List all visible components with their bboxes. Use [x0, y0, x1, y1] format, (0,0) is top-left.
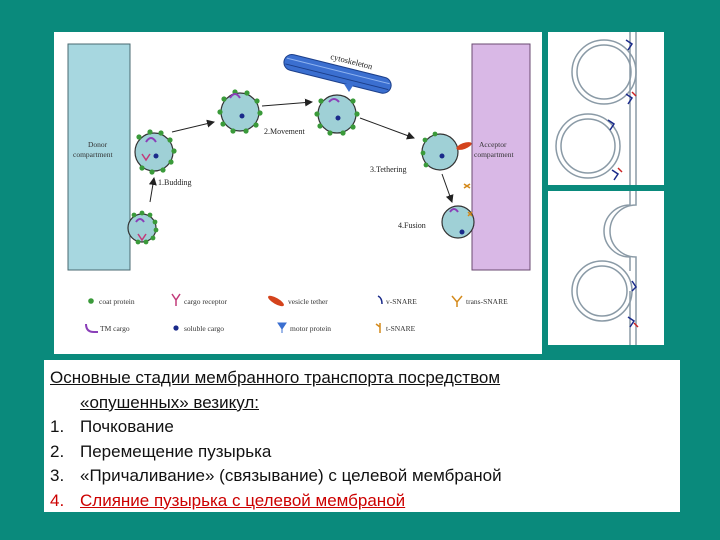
arrow-v1-to-v2 [262, 102, 312, 106]
docking-vesicle-lower-inner [561, 119, 615, 173]
legend-motor-protein: motor protein [290, 324, 331, 333]
snare-complex-1 [626, 40, 632, 50]
arrow-bud-lower [150, 178, 154, 202]
caption-item-3-text: «Причаливание» (связывание) с целевой ме… [80, 466, 502, 485]
caption-item-3: 3.«Причаливание» (связывание) с целевой … [50, 464, 674, 489]
caption-box: Основные стадии мембранного транспорта п… [44, 360, 680, 512]
legend-vesicle-tether: vesicle tether [288, 297, 328, 306]
step-fusion-label: 4.Fusion [398, 221, 426, 230]
caption-item-2-number: 2. [50, 440, 80, 465]
caption-item-2-text: Перемещение пузырька [80, 442, 271, 461]
fusing-vesicle-1-inner [577, 266, 627, 316]
legend-cargo-receptor: cargo receptor [184, 297, 227, 306]
snare-complex-4 [612, 170, 618, 180]
caption-title-line-2: «опушенных» везикул: [50, 391, 674, 416]
docking-vesicle-lower-outer [556, 114, 620, 178]
acceptor-label-2: compartment [474, 150, 514, 159]
legend-t-snare: t-SNARE [386, 324, 416, 333]
snare-docking-svg [548, 32, 664, 185]
fused-membrane-inner [610, 191, 636, 345]
step-budding-label: 1.Budding [158, 178, 192, 187]
motor-protein [344, 84, 354, 92]
caption-item-1: 1.Почкование [50, 415, 674, 440]
caption-title-line-1: Основные стадии мембранного транспорта п… [50, 366, 674, 391]
acceptor-label-1: Acceptor [479, 140, 507, 149]
legend-trans-snare: trans-SNARE [466, 297, 508, 306]
arrow-tether-to-fusion [442, 174, 452, 202]
budding-vesicle-lower [128, 211, 158, 245]
soluble-cargo-icon [173, 325, 178, 330]
coated-vesicle-1 [217, 89, 262, 133]
trans-snare-mark [464, 184, 470, 188]
fusing-vesicle-1-outer [572, 261, 632, 321]
step-movement-label: 2.Movement [264, 127, 305, 136]
moving-vesicle [314, 95, 359, 136]
caption-item-4-number: 4. [50, 489, 80, 514]
motor-protein-icon [278, 323, 286, 333]
legend-tm-cargo: TM cargo [100, 324, 130, 333]
cargo-receptor-icon [172, 294, 180, 306]
legend-v-snare: v-SNARE [386, 297, 417, 306]
membrane-fusion-svg [548, 191, 664, 345]
legend: coat protein cargo receptor vesicle teth… [86, 294, 508, 333]
legend-soluble-cargo: soluble cargo [184, 324, 224, 333]
coat-protein-icon [88, 298, 94, 304]
donor-label-1: Donor [88, 140, 108, 149]
step-tethering-label: 3.Tethering [370, 165, 407, 174]
tm-cargo-icon [86, 324, 98, 332]
fusing-vesicle [442, 206, 474, 238]
legend-coat-protein: coat protein [99, 297, 135, 306]
caption-item-2: 2.Перемещение пузырька [50, 440, 674, 465]
donor-label-2: compartment [73, 150, 113, 159]
t-snare-icon [376, 323, 380, 333]
vesicle-tether-icon [267, 294, 286, 308]
v-snare-icon [378, 296, 382, 304]
membrane-fusion-illustration [548, 191, 664, 345]
transport-diagram: Donor compartment Acceptor compartment c… [54, 32, 542, 354]
caption-item-4: 4.Слияние пузырька с целевой мембраной [50, 489, 674, 514]
snare-red-2 [618, 168, 622, 172]
docking-vesicle-upper-inner [577, 45, 631, 99]
arrow-v2-to-tether [360, 118, 414, 138]
caption-item-3-number: 3. [50, 464, 80, 489]
snare-complex-2 [626, 94, 632, 104]
tethering-vesicle [421, 132, 473, 170]
caption-item-1-number: 1. [50, 415, 80, 440]
fusion-snare-2 [628, 317, 634, 327]
fused-membrane-outer [604, 191, 630, 271]
budding-vesicle [135, 129, 177, 174]
caption-item-4-text: Слияние пузырька с целевой мембраной [80, 491, 405, 510]
snare-docking-illustration [548, 32, 664, 185]
trans-snare-icon [452, 296, 462, 307]
caption-item-1-text: Почкование [80, 417, 174, 436]
arrow-bud-to-v1 [172, 122, 214, 132]
vesicle-transport-figure: Donor compartment Acceptor compartment c… [54, 32, 542, 354]
